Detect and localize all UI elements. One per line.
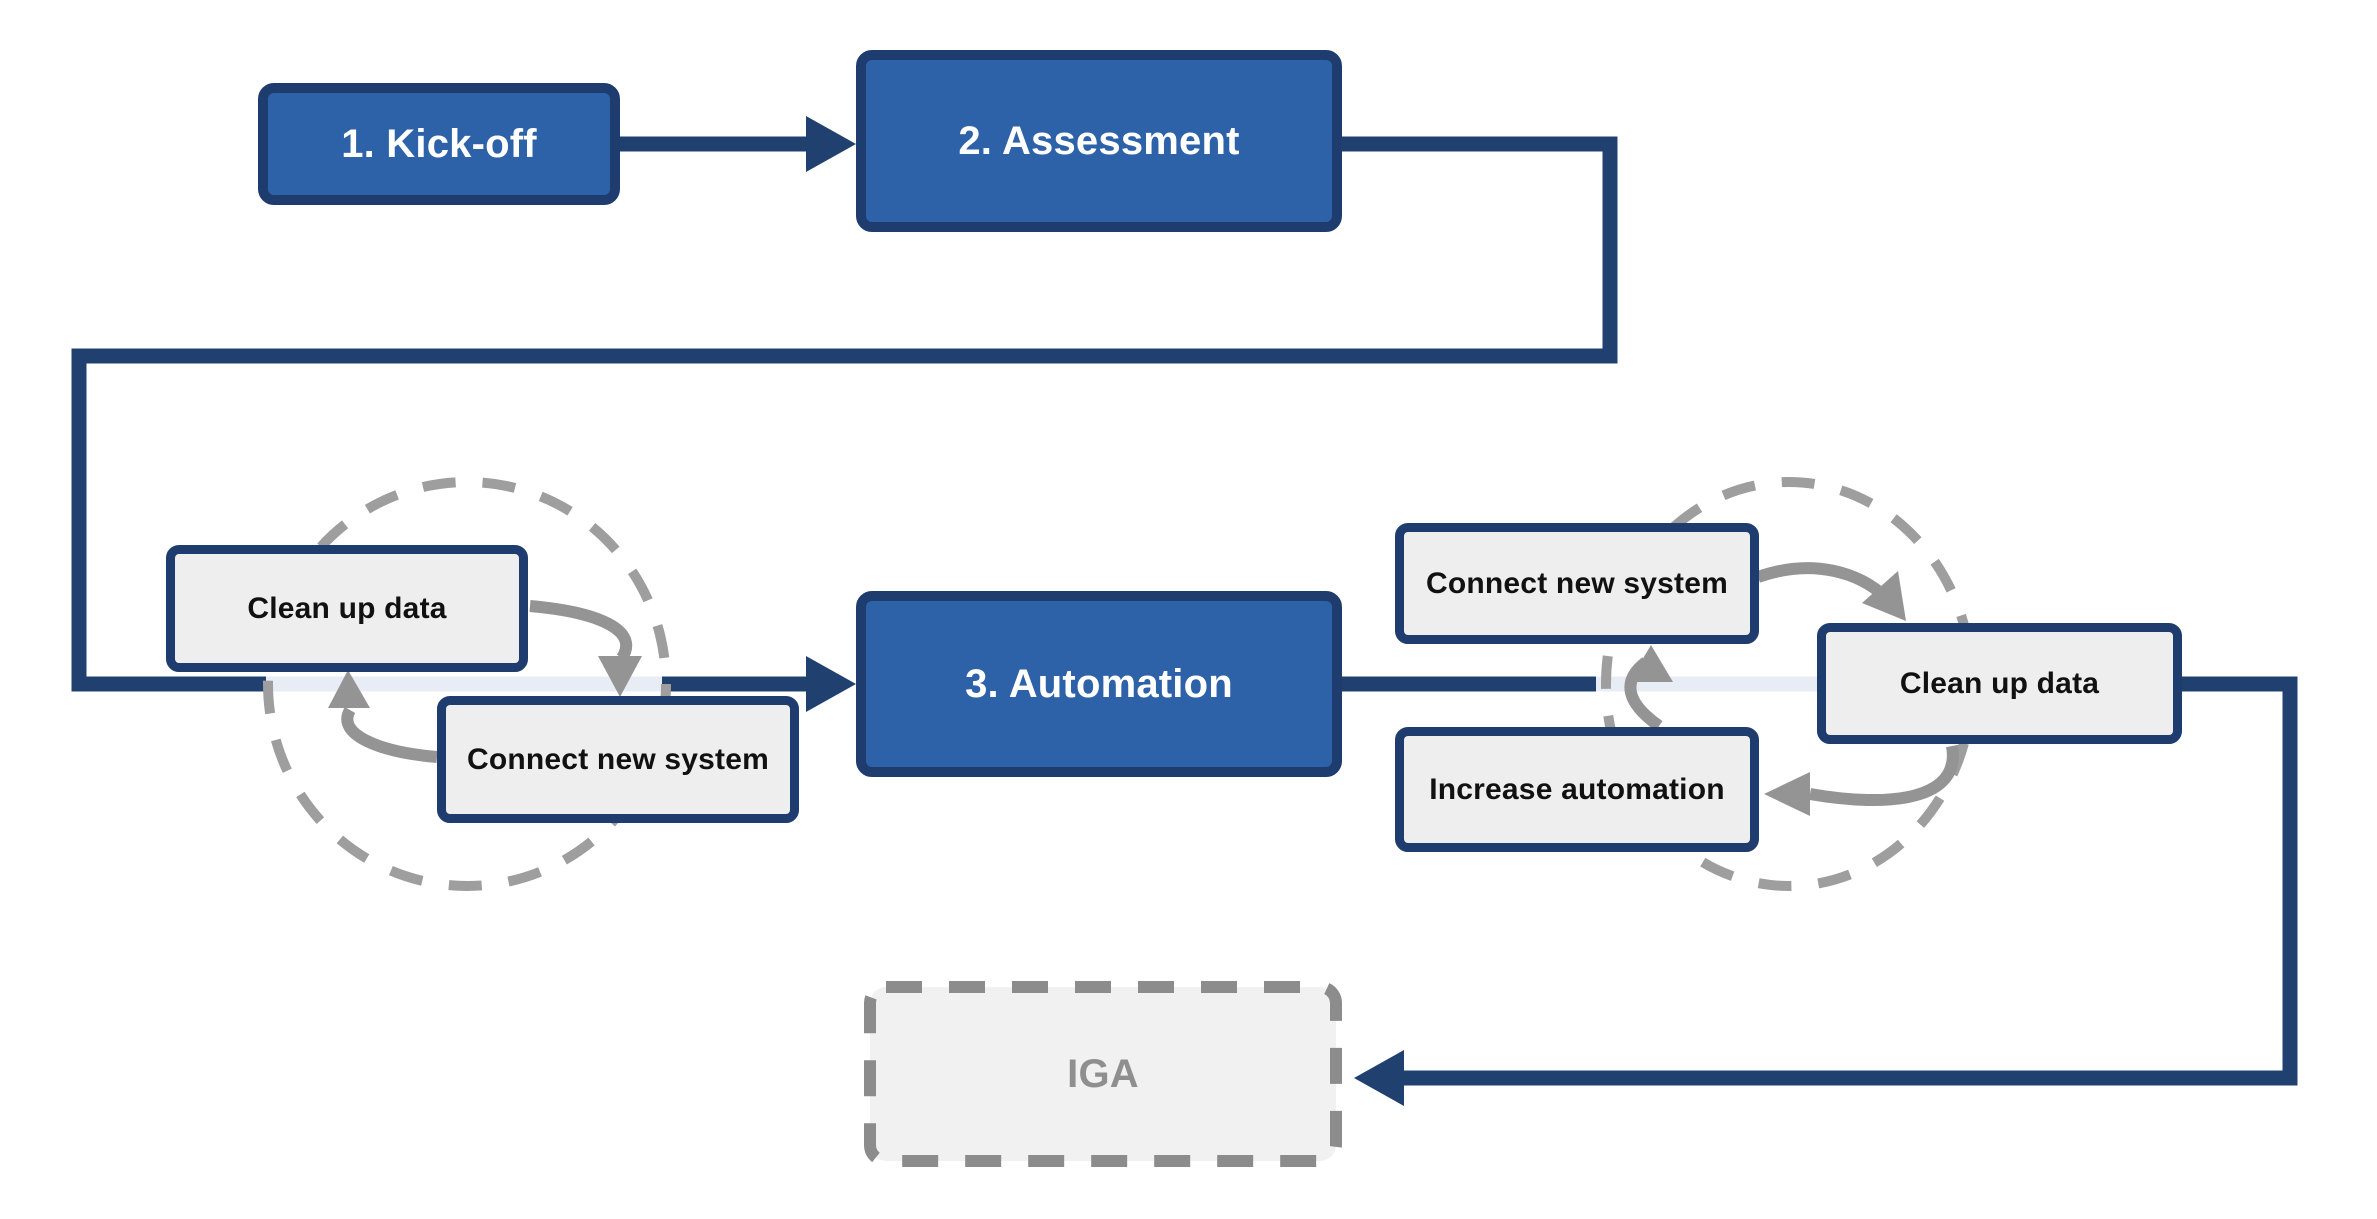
right-loop-arrow-connect-to-cleanup [1756,562,1891,603]
node-iga: IGA [1067,1051,1139,1096]
right-loop-node-clean-up-data: Clean up data [1817,623,2182,744]
arrowhead-into-iga [1354,1050,1404,1106]
arrowhead-into-assessment [806,116,856,172]
node-kickoff: 1. Kick-off [258,83,620,205]
iga-dashed-box [864,981,1342,1167]
connector-assessment-to-automation [71,136,1618,692]
right-loop-node-connect-new-system: Connect new system [1395,523,1759,644]
right-loop-arrowhead-up [1629,645,1673,682]
right-loop-arrow-cleanup-to-increase [1808,744,1959,807]
left-loop-arrowhead-down [598,656,642,697]
left-loop-node-clean-up-data: Clean up data [166,545,528,672]
connector-light-segment-left [266,676,662,692]
arrowhead-into-automation [806,656,856,712]
right-loop-node-increase-automation: Increase automation [1395,727,1759,852]
node-automation: 3. Automation [856,591,1342,777]
left-loop-arrow-cleanup-to-connect [529,600,633,662]
left-loop-dashed-circle [263,477,671,891]
left-loop-node-connect-new-system: Connect new system [437,696,799,823]
left-loop-arrowhead-up [328,670,370,708]
right-loop-arrowhead-into-increase [1764,772,1810,816]
left-loop-arrow-connect-to-cleanup [341,706,438,763]
right-loop-arrowhead-into-cleanup [1862,571,1906,621]
node-assessment: 2. Assessment [856,50,1342,232]
